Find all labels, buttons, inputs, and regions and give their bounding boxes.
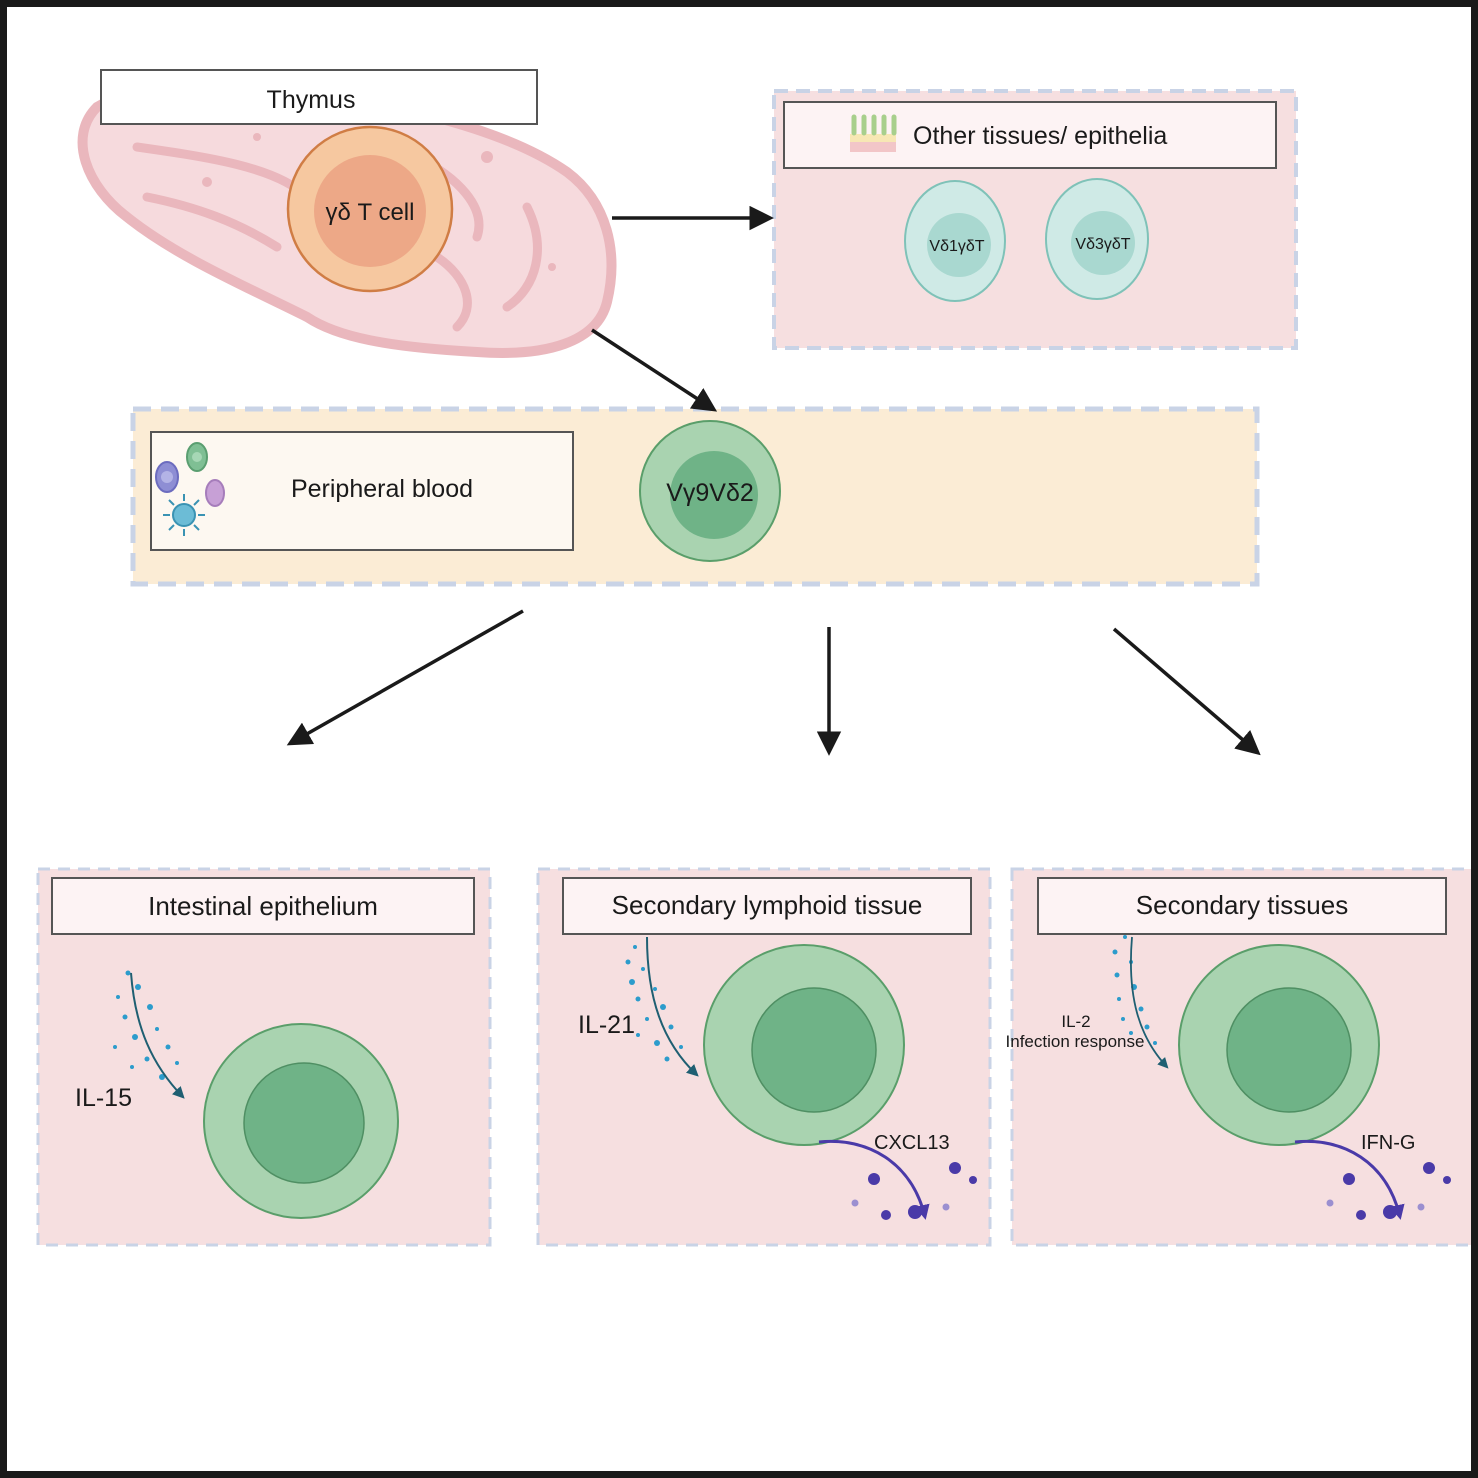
il2-label: IL-2 [1061, 1012, 1090, 1031]
vg9vd2-cell [639, 420, 781, 562]
vd3-cell-label: Vδ3γδT [1075, 236, 1130, 253]
il21-label: IL-21 [578, 1011, 635, 1039]
il15-cytokine-dots [113, 970, 179, 1080]
diagram-canvas: Thymus γδ T cell Other tissues/ epitheli… [36, 69, 1471, 1247]
thymus-cell-label: γδ T cell [326, 199, 415, 226]
vd1-cell-label: Vδ1γδT [929, 238, 984, 255]
vd3-cell [1045, 178, 1149, 300]
il2-arrow [1130, 936, 1169, 1069]
intestinal-gd-cell [203, 1023, 399, 1219]
arrow-to-peripheral-blood [591, 328, 718, 412]
cxcl13-arrow [818, 1139, 930, 1220]
ifng-arrow [1294, 1139, 1405, 1220]
lymphoid-title-box [562, 877, 972, 935]
cxcl13-label: CXCL13 [874, 1132, 950, 1154]
intestinal-title: Intestinal epithelium [148, 891, 378, 921]
ifng-chemokine-dots [1326, 1162, 1451, 1220]
il21-arrow [646, 936, 699, 1077]
peripheral-blood-title: Peripheral blood [291, 475, 473, 503]
thymus-title-box [100, 69, 538, 125]
thymus-gd-t-cell [286, 125, 454, 293]
infection-response-label: Infection response [1006, 1032, 1145, 1051]
other-tissues-title: Other tissues/ epithelia [913, 122, 1167, 150]
epithelium-icon [850, 114, 897, 152]
intestinal-title-box [51, 877, 475, 935]
secondary-gd-cell [1178, 944, 1380, 1146]
lymphoid-title: Secondary lymphoid tissue [612, 890, 923, 920]
il21-cytokine-dots [625, 945, 683, 1062]
ifng-label: IFN-G [1361, 1132, 1415, 1154]
il15-arrow [130, 972, 185, 1099]
vd1-cell [904, 180, 1006, 302]
arrow-to-intestinal [286, 609, 524, 746]
thymus-title: Thymus [267, 86, 356, 114]
arrow-to-secondary-tissues [1112, 627, 1261, 756]
cxcl13-chemokine-dots [851, 1162, 977, 1220]
secondary-title: Secondary tissues [1136, 890, 1348, 920]
il15-label: IL-15 [75, 1084, 132, 1112]
blood-cells-icon [155, 442, 225, 536]
vg9vd2-cell-label: Vγ9Vδ2 [666, 479, 754, 507]
secondary-title-box [1037, 877, 1447, 935]
lymphoid-gd-cell [703, 944, 905, 1146]
